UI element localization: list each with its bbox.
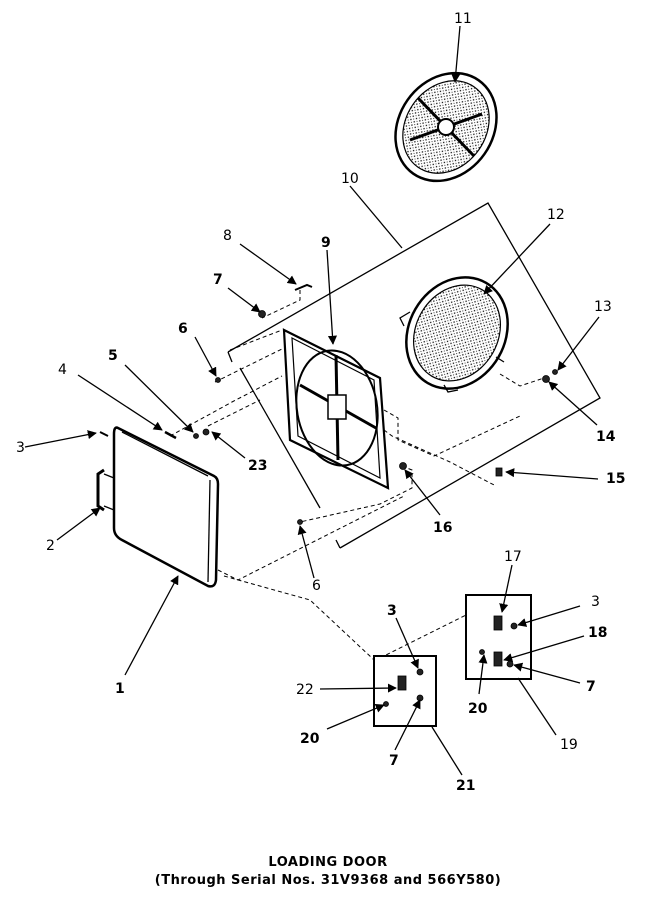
callout-11: 11 xyxy=(454,11,472,27)
leader-lines xyxy=(24,25,600,776)
part-11-filter-screen xyxy=(394,71,498,183)
callout-3-left: 3 xyxy=(16,440,25,456)
callout-16: 16 xyxy=(433,520,452,536)
callout-6-bottom: 6 xyxy=(312,578,321,594)
part-21-hinge-plate xyxy=(373,655,437,727)
callout-20-left: 20 xyxy=(300,731,320,747)
callout-13: 13 xyxy=(594,299,612,315)
leader-line xyxy=(239,367,321,509)
callout-19: 19 xyxy=(560,737,578,753)
callout-17: 17 xyxy=(504,549,522,565)
callout-3-middle: 3 xyxy=(387,603,397,619)
part-1-door-panel xyxy=(112,426,220,588)
callout-6-top: 6 xyxy=(178,321,188,337)
part-9-door-frame xyxy=(282,328,390,490)
part-12-filter-ring xyxy=(399,276,509,393)
part-2-handle xyxy=(96,468,115,512)
caption-serials: (Through Serial Nos. 31V9368 and 566Y580… xyxy=(155,873,501,888)
callout-23: 23 xyxy=(248,458,267,474)
diagram-caption: LOADING DOOR (Through Serial Nos. 31V936… xyxy=(155,855,501,888)
callout-1: 1 xyxy=(115,681,125,697)
caption-title: LOADING DOOR xyxy=(268,855,387,870)
callout-18: 18 xyxy=(588,625,607,641)
callout-4: 4 xyxy=(58,362,67,378)
assembly-dashed-lines xyxy=(169,290,545,701)
callout-2: 2 xyxy=(46,538,55,554)
part-10-panel-outline xyxy=(227,202,601,549)
callout-numbers: 11 10 12 8 9 7 13 6 5 4 14 3 23 15 16 2 … xyxy=(16,11,625,794)
callout-7-bottom: 7 xyxy=(389,753,399,769)
callout-14: 14 xyxy=(596,429,616,445)
callout-20-right: 20 xyxy=(468,701,488,717)
callout-22: 22 xyxy=(296,682,314,698)
callout-15: 15 xyxy=(606,471,625,487)
callout-7-top: 7 xyxy=(213,272,223,288)
callout-3-right: 3 xyxy=(591,594,600,610)
callout-9: 9 xyxy=(321,235,331,251)
callout-8: 8 xyxy=(223,228,232,244)
callout-12: 12 xyxy=(547,207,565,223)
callout-7-right: 7 xyxy=(586,679,596,695)
callout-10: 10 xyxy=(341,171,359,187)
callout-21: 21 xyxy=(456,778,475,794)
callout-5: 5 xyxy=(108,348,118,364)
fasteners xyxy=(99,283,558,525)
